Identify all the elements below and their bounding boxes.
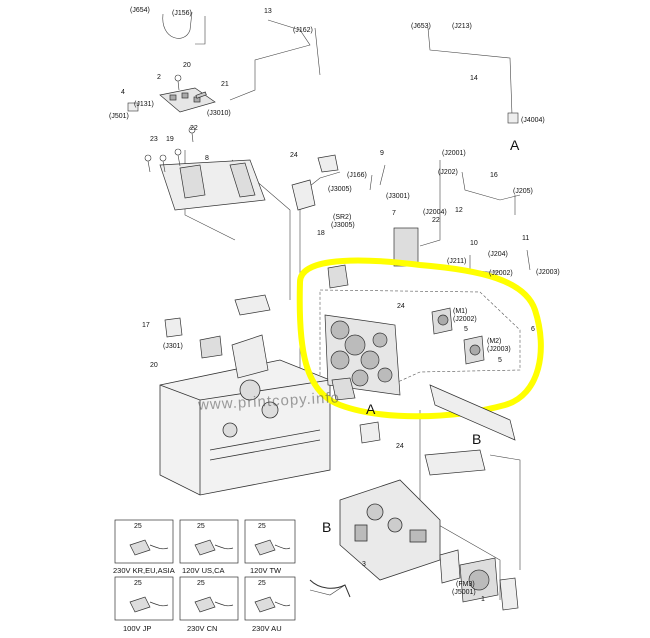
connector-j166: (J166) [347,172,367,179]
callout-11: 11 [522,235,530,242]
callout-1: 1 [481,596,485,603]
drive-gear-assembly [324,314,401,396]
callout-4: 4 [121,89,125,96]
connector-j156: (J156) [172,10,192,17]
power-cord-caption-1: 230V KR,EU,ASIA [113,566,175,575]
connector-j3005-a: (J3005) [328,186,352,193]
connector-j5001: (J5001) [452,589,476,596]
callout-24-top: 24 [290,152,298,159]
connector-j2002-b: (J2002) [453,316,477,323]
connector-j2003-a: (J2003) [536,269,560,276]
connector-j301: (J301) [163,343,183,350]
callout-24-mid: 24 [397,303,405,310]
power-cord-num-2: 25 [197,523,205,530]
callout-20-lower: 20 [150,362,158,369]
power-cord-caption-4: 100V JP [123,624,152,633]
motor-m1 [431,307,453,335]
fan-bracket [439,549,519,611]
power-plugs [129,539,291,613]
callout-2: 2 [157,74,161,81]
board-bracket [159,159,266,211]
power-supply-unit [339,479,441,581]
connector-j213: (J213) [452,23,472,30]
connector-j501: (J501) [109,113,129,120]
screw-21 [195,91,207,99]
callout-21: 21 [221,81,229,88]
chassis-top-bracket [164,294,271,379]
highlight-loop [296,257,544,420]
power-cord-caption-2: 120V US,CA [182,566,225,575]
callout-18: 18 [317,230,325,237]
power-cord-num-5: 25 [197,580,205,587]
callout-5-lower: 5 [498,357,502,364]
callout-6: 6 [531,326,535,333]
power-cord-caption-3: 120V TW [250,566,282,575]
callout-9: 9 [380,150,384,157]
connector-j205: (J205) [513,188,533,195]
callout-22-mid: 22 [432,217,440,224]
callout-19: 19 [166,136,174,143]
callout-14: 14 [470,75,478,82]
callout-16: 16 [490,172,498,179]
connector-j131: (J131) [134,101,154,108]
connector-j2002-a: (J2002) [489,270,513,277]
callout-7: 7 [392,210,396,217]
connector-j2004: (J2004) [423,209,447,216]
callout-22: 22 [190,125,198,132]
callout-12: 12 [455,207,463,214]
callout-24-lower: 24 [396,443,404,450]
connector-j654: (J654) [130,7,150,14]
connector-j202: (J202) [438,169,458,176]
main-chassis [159,359,331,496]
right-rail [424,384,516,476]
callout-3: 3 [362,561,366,568]
connector-m2: (M2) [487,338,502,345]
connector-j4004-part [507,112,519,124]
drive-unit-brackets [327,264,356,401]
connector-m1: (M1) [453,308,468,315]
fan-fm3 [459,557,499,603]
connector-j3005-b: (J3005) [331,222,355,229]
leader-lines [162,11,531,600]
power-cord-num-1: 25 [134,523,142,530]
callout-17: 17 [142,322,150,329]
marker-b-right: B [472,431,482,447]
connector-j204: (J204) [488,251,508,258]
controller-board [159,87,216,113]
motor-m2 [463,335,485,365]
screws-left-group [144,74,196,173]
power-cord-num-6: 25 [258,580,266,587]
connector-fm3: (FM3) [456,581,475,588]
connector-j3001: (J3001) [386,193,410,200]
connector-j162: (J162) [293,27,313,34]
connector-j211: (J211) [447,258,467,265]
connector-j131-part [127,102,139,112]
power-cord-caption-6: 230V AU [252,624,282,633]
connector-j3010: (J3010) [207,110,231,117]
unit-outline [319,289,521,391]
callout-13: 13 [264,8,272,15]
power-cord-num-3: 25 [258,523,266,530]
power-cord-caption-5: 230V CN [187,624,218,633]
callout-20: 20 [183,62,191,69]
loose-cable [309,579,351,598]
power-cord-num-4: 25 [134,580,142,587]
marker-a-mid: A [366,401,376,417]
marker-b-left: B [322,519,332,535]
connector-j2001: (J2001) [442,150,466,157]
sensor-parts [291,154,419,267]
connector-j2003-b: (J2003) [487,346,511,353]
connector-j653: (J653) [411,23,431,30]
callout-8: 8 [205,155,209,162]
marker-a-top: A [510,137,520,153]
callout-23: 23 [150,136,158,143]
callout-10: 10 [470,240,478,247]
connector-j4004: (J4004) [521,117,545,124]
callout-5-upper: 5 [464,326,468,333]
lower-bracket-24 [359,421,381,444]
connector-sr2: (SR2) [333,214,352,221]
